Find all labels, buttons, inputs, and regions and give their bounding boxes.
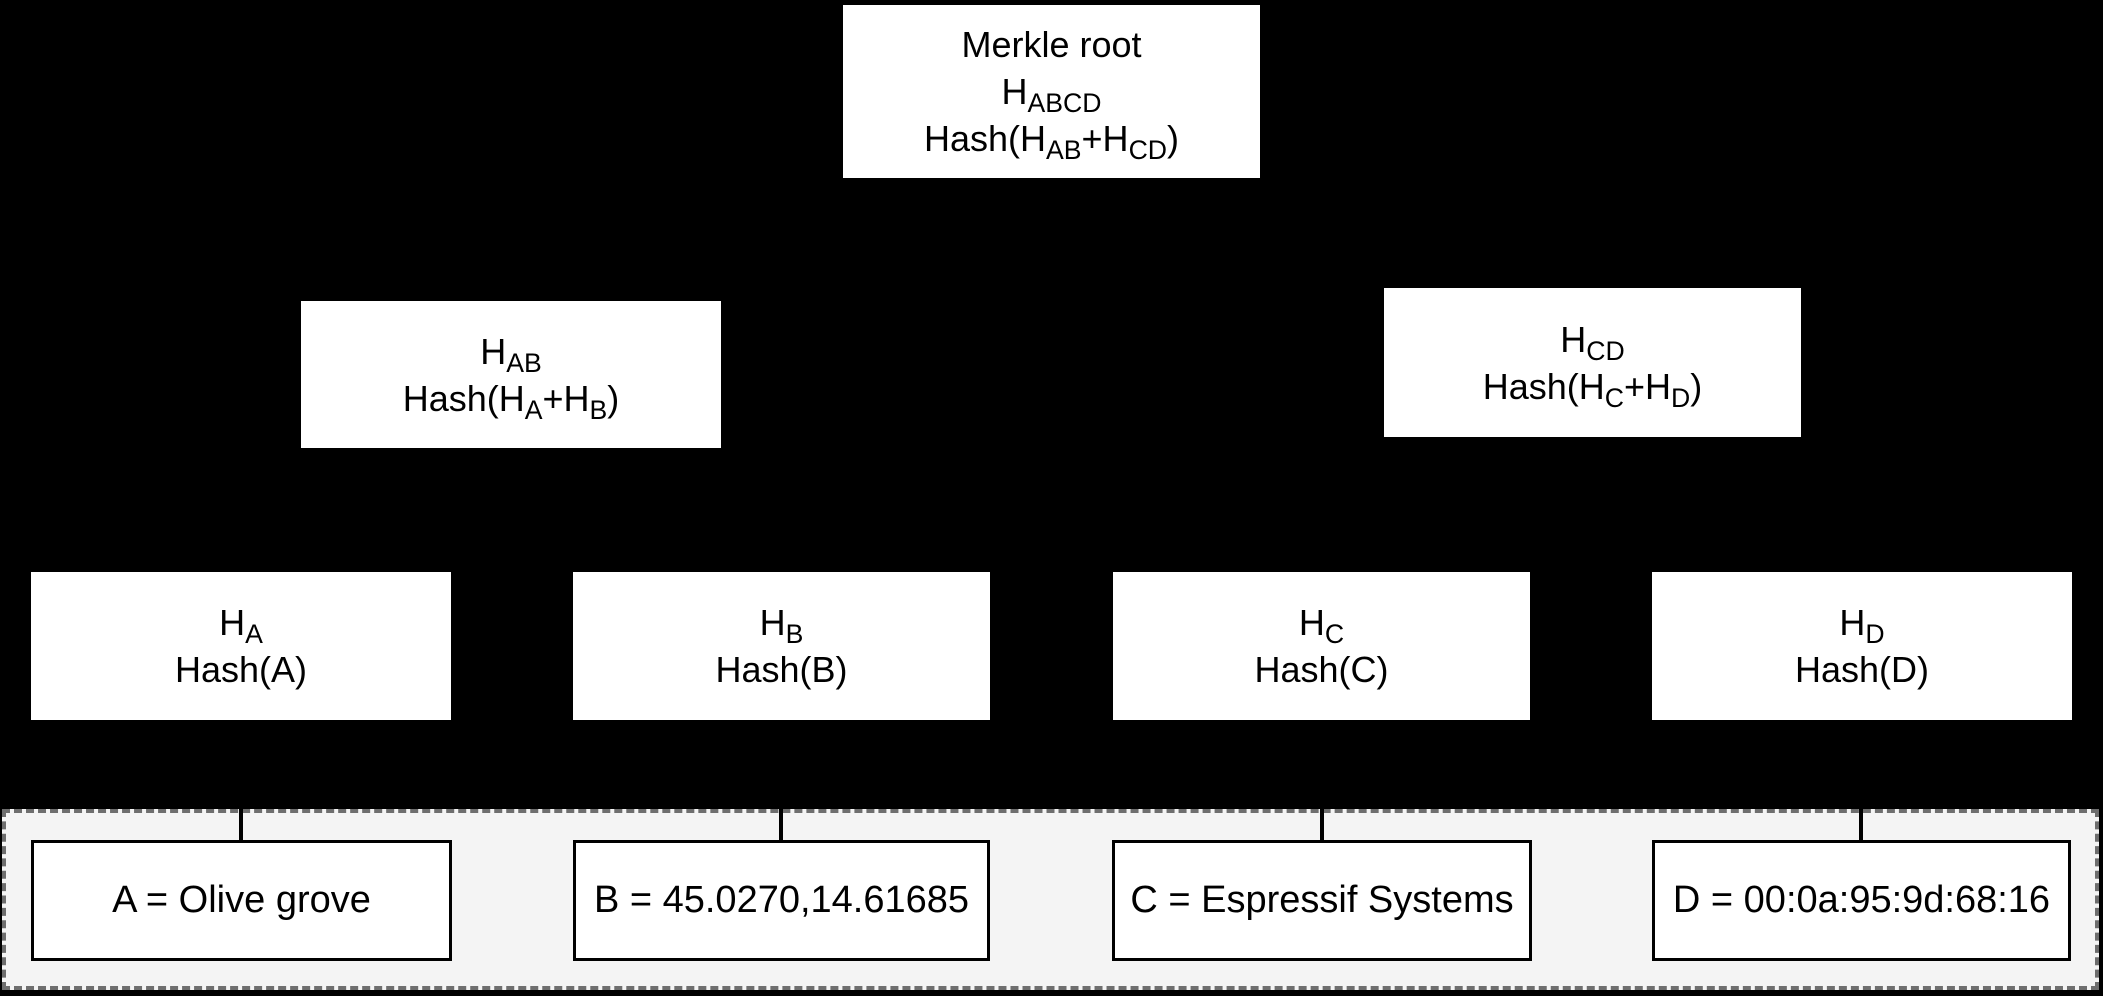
hash-d-label: HD [1839, 602, 1885, 650]
merkle-root-hash-formula: Hash(HAB+HCD) [923, 118, 1180, 166]
hash-d-formula: Hash(D) [1794, 649, 1929, 690]
connector-hash-d-to-data-d [1859, 808, 1863, 843]
data-block-c: C = Espressif Systems [1112, 840, 1532, 961]
connector-hash-c-to-data-c [1320, 808, 1324, 843]
hash-ab-formula: Hash(HA+HB) [402, 377, 620, 425]
node-hash-d: HD Hash(D) [1652, 572, 2072, 720]
node-hash-c: HC Hash(C) [1113, 572, 1530, 720]
hash-cd-label: HCD [1560, 318, 1625, 366]
data-block-d: D = 00:0a:95:9d:68:16 [1652, 840, 2071, 961]
hash-a-formula: Hash(A) [174, 649, 308, 690]
data-block-a: A = Olive grove [31, 840, 452, 961]
node-hash-ab: HAB Hash(HA+HB) [301, 301, 721, 448]
hash-c-formula: Hash(C) [1254, 649, 1389, 690]
hash-ab-label: HAB [480, 330, 542, 378]
hash-a-label: HA [219, 602, 263, 650]
connector-hash-b-to-data-b [779, 808, 783, 843]
merkle-root-title: Merkle root [961, 24, 1142, 65]
hash-cd-formula: Hash(HC+HD) [1482, 365, 1703, 413]
node-hash-a: HA Hash(A) [31, 572, 451, 720]
node-hash-cd: HCD Hash(HC+HD) [1384, 288, 1801, 437]
data-block-c-label: C = Espressif Systems [1130, 879, 1514, 921]
connector-hash-a-to-data-a [239, 808, 243, 843]
data-block-b-label: B = 45.0270,14.61685 [593, 879, 970, 921]
data-block-b: B = 45.0270,14.61685 [573, 840, 990, 961]
node-merkle-root: Merkle root HABCD Hash(HAB+HCD) [843, 5, 1260, 178]
hash-b-label: HB [759, 602, 804, 650]
hash-c-label: HC [1298, 602, 1345, 650]
node-hash-b: HB Hash(B) [573, 572, 990, 720]
data-block-d-label: D = 00:0a:95:9d:68:16 [1672, 879, 2051, 921]
hash-b-formula: Hash(B) [715, 649, 848, 690]
data-block-a-label: A = Olive grove [112, 879, 371, 921]
merkle-root-hash-label: HABCD [1001, 71, 1102, 119]
